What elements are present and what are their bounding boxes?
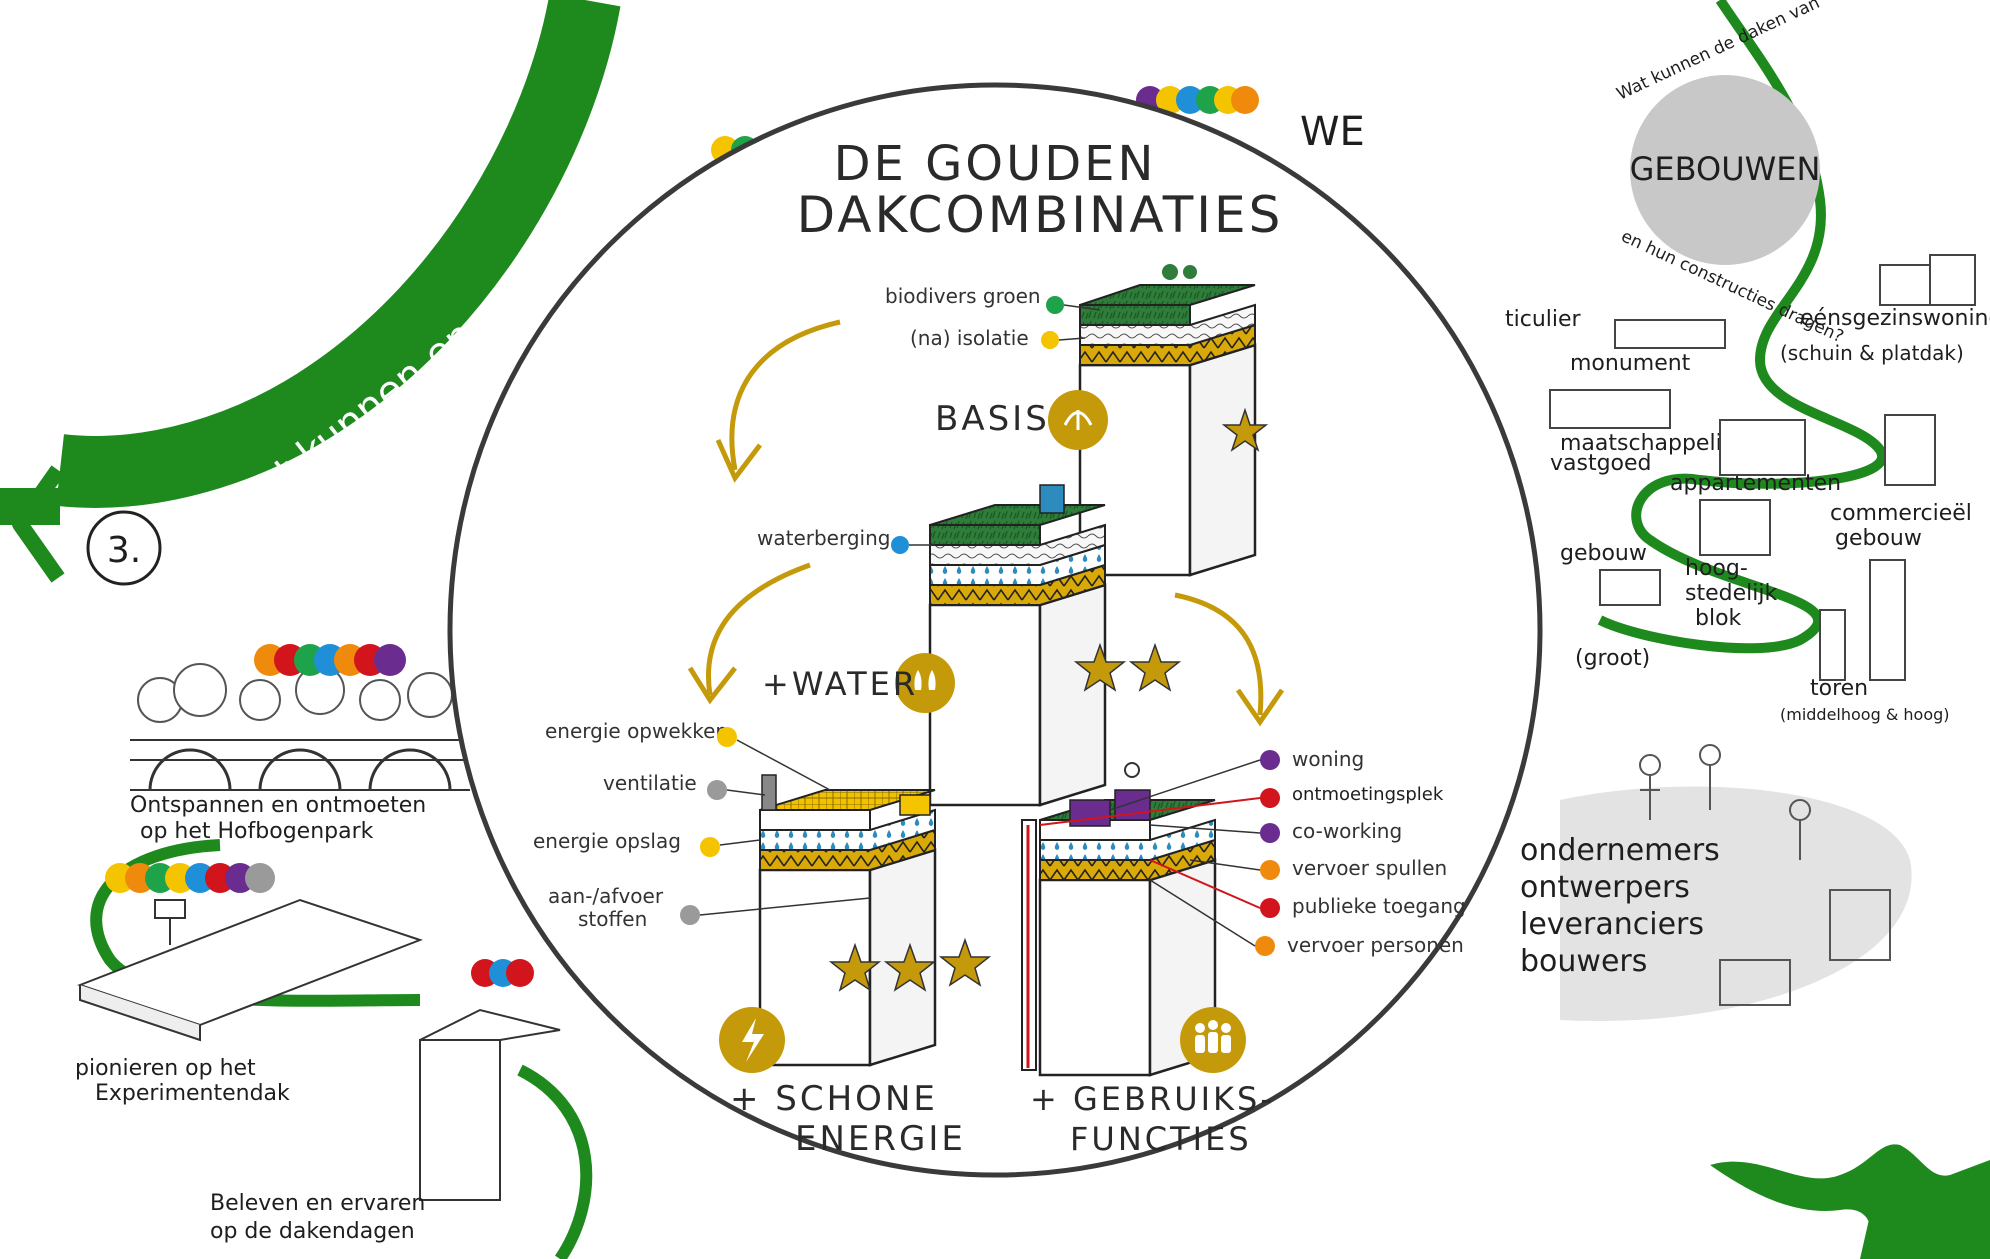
roof-house-icon (1069, 799, 1111, 827)
energie-label-2: ENERGIE (795, 1119, 966, 1159)
lightning-icon (742, 1018, 764, 1062)
label-vervoer-spullen: vervoer spullen (1292, 856, 1447, 880)
dakendagen-caption-2: op de dakendagen (210, 1219, 415, 1244)
basis-star-icon (1221, 407, 1269, 452)
left-banner-arrow[interactable] (12, 465, 65, 583)
basis-label: BASIS (935, 399, 1050, 439)
label-co-working: co-working (1292, 819, 1402, 843)
left-path-2 (517, 1064, 593, 1259)
energie-star-icon-3 (938, 937, 992, 987)
functies-label-2: FUNCTIES (1070, 1120, 1252, 1158)
type-blok: blok (1695, 606, 1742, 631)
chimney-icon (761, 774, 777, 811)
role-leveranciers: leveranciers (1520, 907, 1704, 942)
label-woning: woning (1292, 747, 1364, 771)
type-eensgezinswoning-sub: (schuin & platdak) (1780, 341, 1964, 365)
flow-arrows (687, 319, 1285, 727)
energie-badge (719, 1007, 785, 1073)
energie-building (758, 774, 992, 1067)
role-ondernemers: ondernemers (1520, 833, 1720, 868)
water-star-icon-1 (1073, 642, 1127, 692)
step-number: 3. (107, 530, 141, 571)
type-particulier: ticulier (1505, 307, 1582, 332)
gebouwen-title: GEBOUWEN (1630, 150, 1821, 188)
label-ontmoetingsplek: ontmoetingsplek (1292, 784, 1444, 805)
gebouwen-circle[interactable]: GEBOUWEN (1630, 75, 1821, 265)
type-toren-sub: (middelhoog & hoog) (1780, 705, 1950, 724)
type-eensgezinswoning: eénsgezinswoning (1800, 306, 1990, 331)
water-label: +WATER (762, 665, 918, 703)
type-gebouw-groot: (groot) (1575, 646, 1650, 671)
water-tank-icon (1039, 484, 1065, 514)
energie-layer-labels: energie opwekken ventilatie energie opsl… (533, 719, 871, 931)
hofbogen-park[interactable] (130, 644, 470, 791)
type-maatschappelijk: maatschappelijk (1560, 431, 1741, 456)
drone-icon (1124, 762, 1140, 778)
water-badge (895, 653, 955, 713)
experimentendak[interactable] (77, 863, 423, 1042)
functies-badge (1180, 1007, 1246, 1073)
label-aanafvoer: aan-/afvoer (548, 884, 664, 908)
energie-label-1: + SCHONE (730, 1079, 938, 1119)
water-layer-labels: waterberging (757, 526, 935, 554)
people-area (1560, 786, 1912, 1021)
experiment-caption-2: Experimentendak (95, 1081, 290, 1106)
droplets-icon (914, 670, 936, 690)
basis-layer-labels: biodivers groen (na) isolatie (885, 284, 1101, 350)
building-types: ticulier eénsgezinswoning (schuin & plat… (1505, 306, 1990, 724)
building-sketches (1549, 254, 1976, 681)
label-energie-opslag: energie opslag (533, 829, 681, 853)
people-icon (1195, 1020, 1231, 1053)
dakendagen-caption-1: Beleven en ervaren (210, 1191, 425, 1216)
dakendagen-building[interactable] (419, 959, 561, 1201)
right-green-path (1597, 0, 1888, 654)
type-gebouw: gebouw (1560, 541, 1647, 566)
energie-star-icon-2 (883, 942, 937, 992)
people-sketches (1639, 744, 1891, 1006)
type-vastgoed: vastgoed (1550, 451, 1652, 476)
label-na-isolatie: (na) isolatie (910, 326, 1029, 350)
experiment-caption-1: pionieren op het (75, 1056, 256, 1081)
label-waterberging: waterberging (757, 526, 890, 550)
type-stedelijk: stedelijk (1685, 581, 1777, 606)
basis-badge (1048, 390, 1108, 450)
label-ventilatie: ventilatie (603, 771, 697, 795)
functies-layer-labels: woning ontmoetingsplek co-working vervoe… (1039, 747, 1466, 957)
type-commercieel-gebouw: gebouw (1835, 526, 1922, 551)
role-ontwerpers: ontwerpers (1520, 870, 1690, 905)
circle-title-line2: DAKCOMBINATIES (797, 186, 1284, 244)
functies-label-1: + GEBRUIKS- (1030, 1080, 1275, 1118)
battery-icon (899, 794, 931, 816)
logo (1710, 1144, 1990, 1259)
energie-star-icon-1 (828, 942, 882, 992)
hofbogen-caption-2: op het Hofbogenpark (140, 819, 374, 844)
type-commercieel: commercieël (1830, 501, 1972, 526)
role-bouwers: bouwers (1520, 944, 1647, 979)
sprout-icon (1063, 410, 1093, 430)
label-energie-opwekken: energie opwekken (545, 719, 728, 743)
label-vervoer-personen: vervoer personen (1287, 933, 1464, 957)
water-building (928, 484, 1182, 807)
step-number-badge: 3. (86, 510, 162, 586)
basis-building (1078, 264, 1269, 577)
water-star-icon-2 (1128, 642, 1182, 692)
people-list: ondernemers ontwerpers leveranciers bouw… (1520, 833, 1720, 979)
type-hoog: hoog- (1685, 556, 1748, 581)
we-label: WE (1300, 109, 1365, 155)
label-publieke-toegang: publieke toegang (1292, 894, 1466, 918)
hofbogen-caption-1: Ontspannen en ontmoeten (130, 793, 426, 818)
label-stoffen: stoffen (578, 907, 647, 931)
type-monument: monument (1570, 351, 1691, 376)
circle-title-line1: DE GOUDEN (834, 136, 1157, 192)
label-biodivers-groen: biodivers groen (885, 284, 1041, 308)
